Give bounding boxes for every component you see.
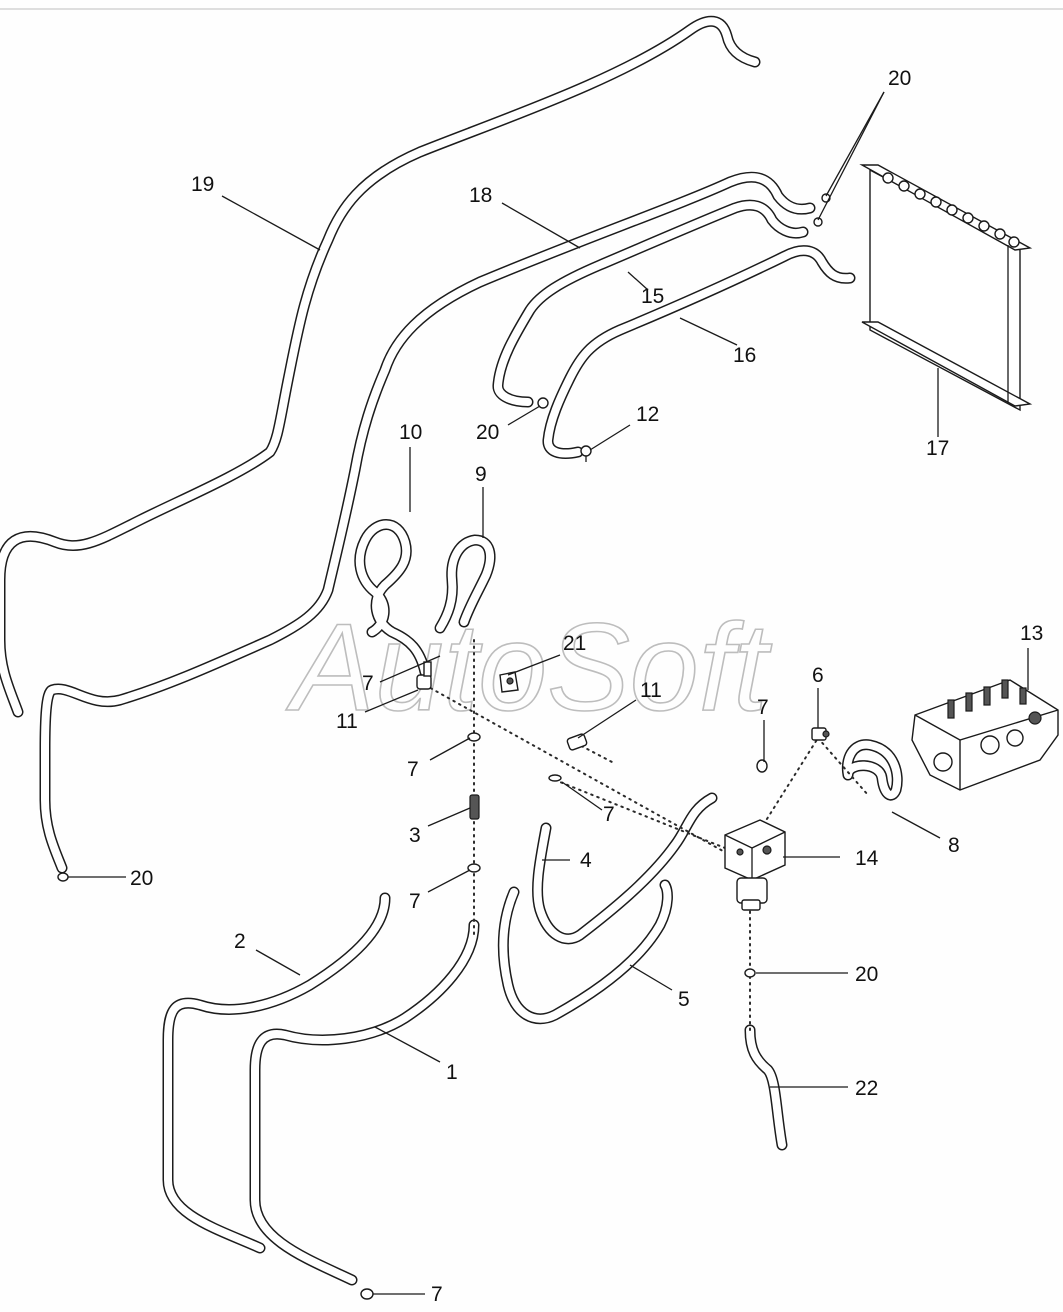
cooler-17 [859,164,1033,412]
watermark: AutoSoft [285,599,772,737]
callout-20-filter: 20 [855,963,878,986]
callout-9: 9 [475,463,487,486]
callout-5: 5 [678,988,690,1011]
fuel-line-8 [841,739,903,801]
clip-20-b [813,193,831,227]
hose-5 [497,879,673,1025]
callout-11-center: 11 [640,679,662,702]
callout-17: 17 [926,437,949,460]
hose-15 [492,199,809,408]
callout-3: 3 [409,824,421,847]
nut-7-c [548,774,562,782]
cooler-tube-bundle [882,172,1020,248]
callout-7-upper: 7 [362,672,374,695]
injection-pump-13 [911,679,1059,791]
callout-20-left: 20 [130,867,153,890]
callout-7-right: 7 [757,696,769,719]
hose-18 [39,171,816,874]
callout-4: 4 [580,849,592,872]
clamp-12 [580,445,592,462]
callout-7-center: 7 [603,803,615,826]
hose-16 [542,245,856,459]
callout-8: 8 [948,834,960,857]
hose-4 [532,792,718,945]
nut-7-b [467,863,481,873]
callout-7-bottom: 7 [431,1283,443,1306]
callout-16: 16 [733,344,756,367]
hose-19 [0,15,761,718]
elbow-6 [811,727,830,741]
callout-15: 15 [641,285,664,308]
callout-labels: 19 18 15 16 20 17 20 12 10 9 21 7 11 11 … [130,67,1043,1306]
hose-10 [354,519,431,678]
callout-20-top: 20 [888,67,911,90]
clip-20-a [537,397,549,409]
hose-1 [249,919,480,1286]
fuel-filter-14 [724,819,786,911]
fitting-21 [499,671,519,693]
clip-20-c [57,872,69,882]
callout-20-mid: 20 [476,421,499,444]
nut-7-a [467,732,481,742]
callout-7-lower: 7 [409,890,421,913]
clip-20-d [744,968,756,978]
callout-21: 21 [563,632,586,655]
hose-22 [744,1024,788,1151]
callout-7-mid: 7 [407,758,419,781]
callout-14: 14 [855,847,879,870]
spring-3 [469,794,480,820]
hose-9 [434,534,496,634]
fitting-11-left [416,661,432,690]
callout-6: 6 [812,664,824,687]
callout-18: 18 [469,184,492,207]
callout-13: 13 [1020,622,1043,645]
callout-19: 19 [191,173,214,196]
callout-11-left: 11 [336,710,358,733]
callout-22: 22 [855,1077,878,1100]
clamp-7-bottom [360,1288,374,1300]
callout-10: 10 [399,421,422,444]
callout-1: 1 [446,1061,458,1084]
leader-lines [68,91,1029,1295]
callout-12: 12 [636,403,659,426]
nut-7-d [756,759,768,773]
callout-2: 2 [234,930,246,953]
fitting-11-center [566,733,588,751]
hose-2 [162,892,391,1254]
